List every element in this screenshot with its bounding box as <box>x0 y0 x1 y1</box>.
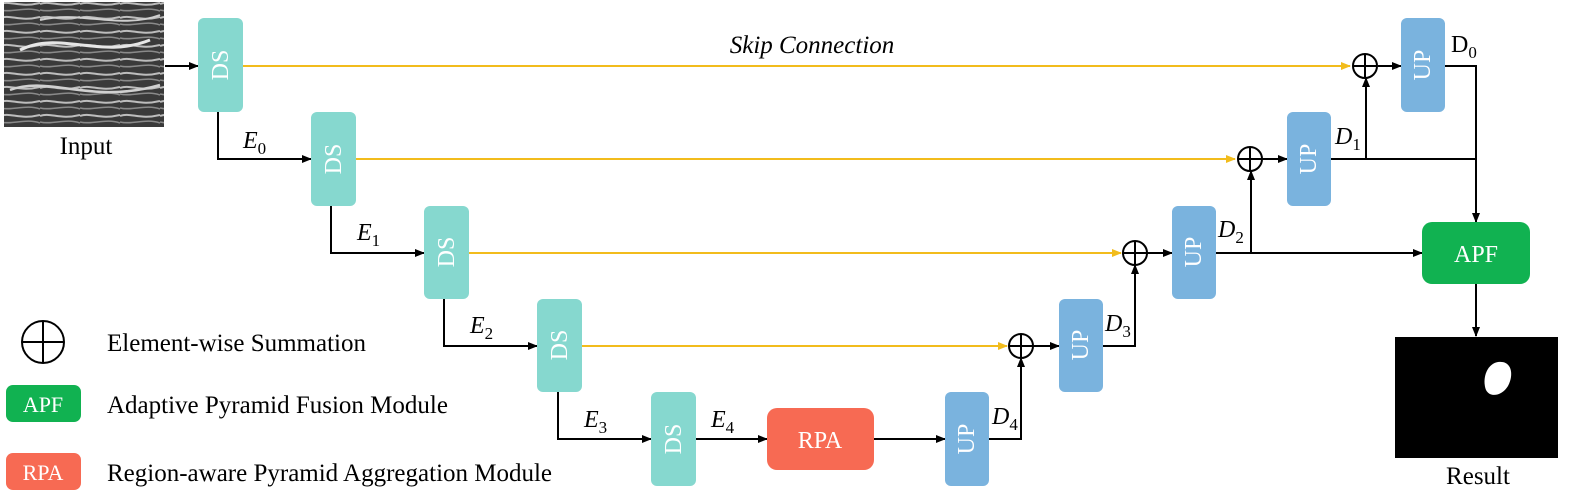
decoder-label-2: D2 <box>1217 217 1244 247</box>
svg-text:DS: DS <box>321 144 347 175</box>
ds-block-1: DS <box>311 112 356 206</box>
rpa-block: RPA <box>767 408 874 470</box>
svg-text:UP: UP <box>1181 237 1207 268</box>
up-block-3: UP <box>1059 299 1103 392</box>
legend-apf-badge <box>6 385 81 422</box>
legend: Element-wise Summation APF Adaptive Pyra… <box>6 320 552 490</box>
skip-connection-label: Skip Connection <box>730 32 895 59</box>
encoder-label-0: E0 <box>242 128 266 158</box>
sum-node-3 <box>1008 333 1034 359</box>
legend-apf-badge-text: APF <box>23 392 63 417</box>
encoder-label-1: E1 <box>356 220 380 250</box>
ds-block-2: DS <box>424 206 469 299</box>
apf-block: APF <box>1422 222 1530 284</box>
up-block-2: UP <box>1172 206 1216 299</box>
legend-text-sum: Element-wise Summation <box>107 330 366 357</box>
svg-text:APF: APF <box>1454 242 1498 268</box>
decoder-label-4: D4 <box>991 404 1018 434</box>
svg-text:DS: DS <box>661 424 687 455</box>
svg-text:UP: UP <box>954 424 980 455</box>
svg-text:UP: UP <box>1410 50 1436 81</box>
decoder-label-1: D1 <box>1334 124 1361 154</box>
up-block-1: UP <box>1287 112 1331 206</box>
encoder-label-3: E3 <box>583 407 607 437</box>
sum-node-0 <box>1352 53 1378 79</box>
svg-text:DS: DS <box>208 50 234 81</box>
svg-text:UP: UP <box>1068 330 1094 361</box>
input-label: Input <box>60 133 113 160</box>
decoder-label-3: D3 <box>1104 311 1131 341</box>
input-image <box>4 2 164 127</box>
up-block-0: UP <box>1401 18 1445 112</box>
up-block-4: UP <box>945 392 989 486</box>
legend-sum-icon <box>21 320 65 364</box>
encoder-label-4: E4 <box>710 407 735 437</box>
ds-block-3: DS <box>537 299 582 392</box>
ds-block-4: DS <box>651 392 696 486</box>
sum-nodes <box>1008 53 1378 359</box>
connections <box>165 62 1480 443</box>
legend-text-rpa: Region-aware Pyramid Aggregation Module <box>107 460 552 487</box>
ds-block-0: DS <box>198 18 243 112</box>
result-image <box>1395 337 1558 458</box>
sum-node-1 <box>1237 146 1263 172</box>
legend-rpa-badge-text: RPA <box>23 460 64 485</box>
decoder-label-0: D0 <box>1451 32 1477 62</box>
sum-node-2 <box>1122 240 1148 266</box>
result-label: Result <box>1446 463 1510 490</box>
svg-text:RPA: RPA <box>798 428 843 454</box>
svg-text:UP: UP <box>1296 144 1322 175</box>
encoder-label-2: E2 <box>469 313 493 343</box>
legend-text-apf: Adaptive Pyramid Fusion Module <box>107 392 448 419</box>
skip-connections <box>243 62 1351 350</box>
svg-text:DS: DS <box>434 237 460 268</box>
legend-rpa-badge <box>6 453 81 490</box>
svg-text:DS: DS <box>547 330 573 361</box>
